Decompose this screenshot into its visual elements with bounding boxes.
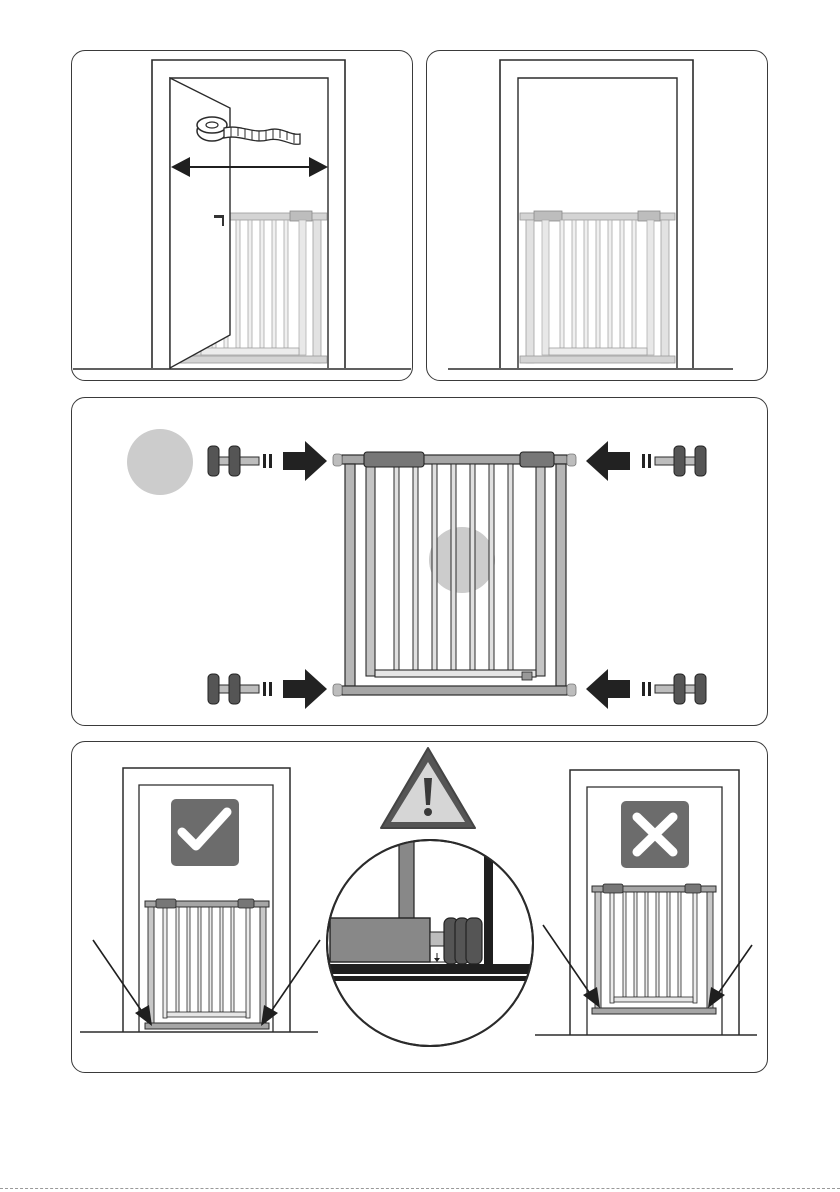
step-fit-illustration: [448, 60, 733, 369]
check-mark-icon: [171, 799, 239, 866]
step-spindles-illustration: [127, 429, 706, 709]
push-arrow-icon: [283, 441, 327, 481]
safety-gate: [333, 452, 576, 696]
pointer-arrow-icon: [708, 945, 752, 1008]
pointer-arrow-icon: [543, 925, 600, 1008]
warning-triangle-icon: [381, 748, 475, 828]
spindle-icon: [208, 446, 272, 476]
page-trim-line: [0, 1188, 840, 1189]
spindle-icon: [208, 674, 272, 704]
spindle-icon: [642, 446, 706, 476]
step-verify-illustration: [80, 748, 757, 1046]
step-measure-illustration: [73, 60, 411, 369]
push-arrow-icon: [586, 669, 630, 709]
spindle-icon: [642, 674, 706, 704]
step-badge: [127, 429, 193, 495]
incorrect-installation: [535, 770, 757, 1035]
tape-measure-icon: [197, 117, 300, 144]
push-arrow-icon: [283, 669, 327, 709]
magnified-detail: [320, 840, 550, 1046]
cross-mark-icon: [621, 801, 689, 868]
step-badge: [429, 527, 495, 593]
gate-outline: [520, 211, 675, 363]
correct-installation: [80, 768, 320, 1032]
push-arrow-icon: [586, 441, 630, 481]
